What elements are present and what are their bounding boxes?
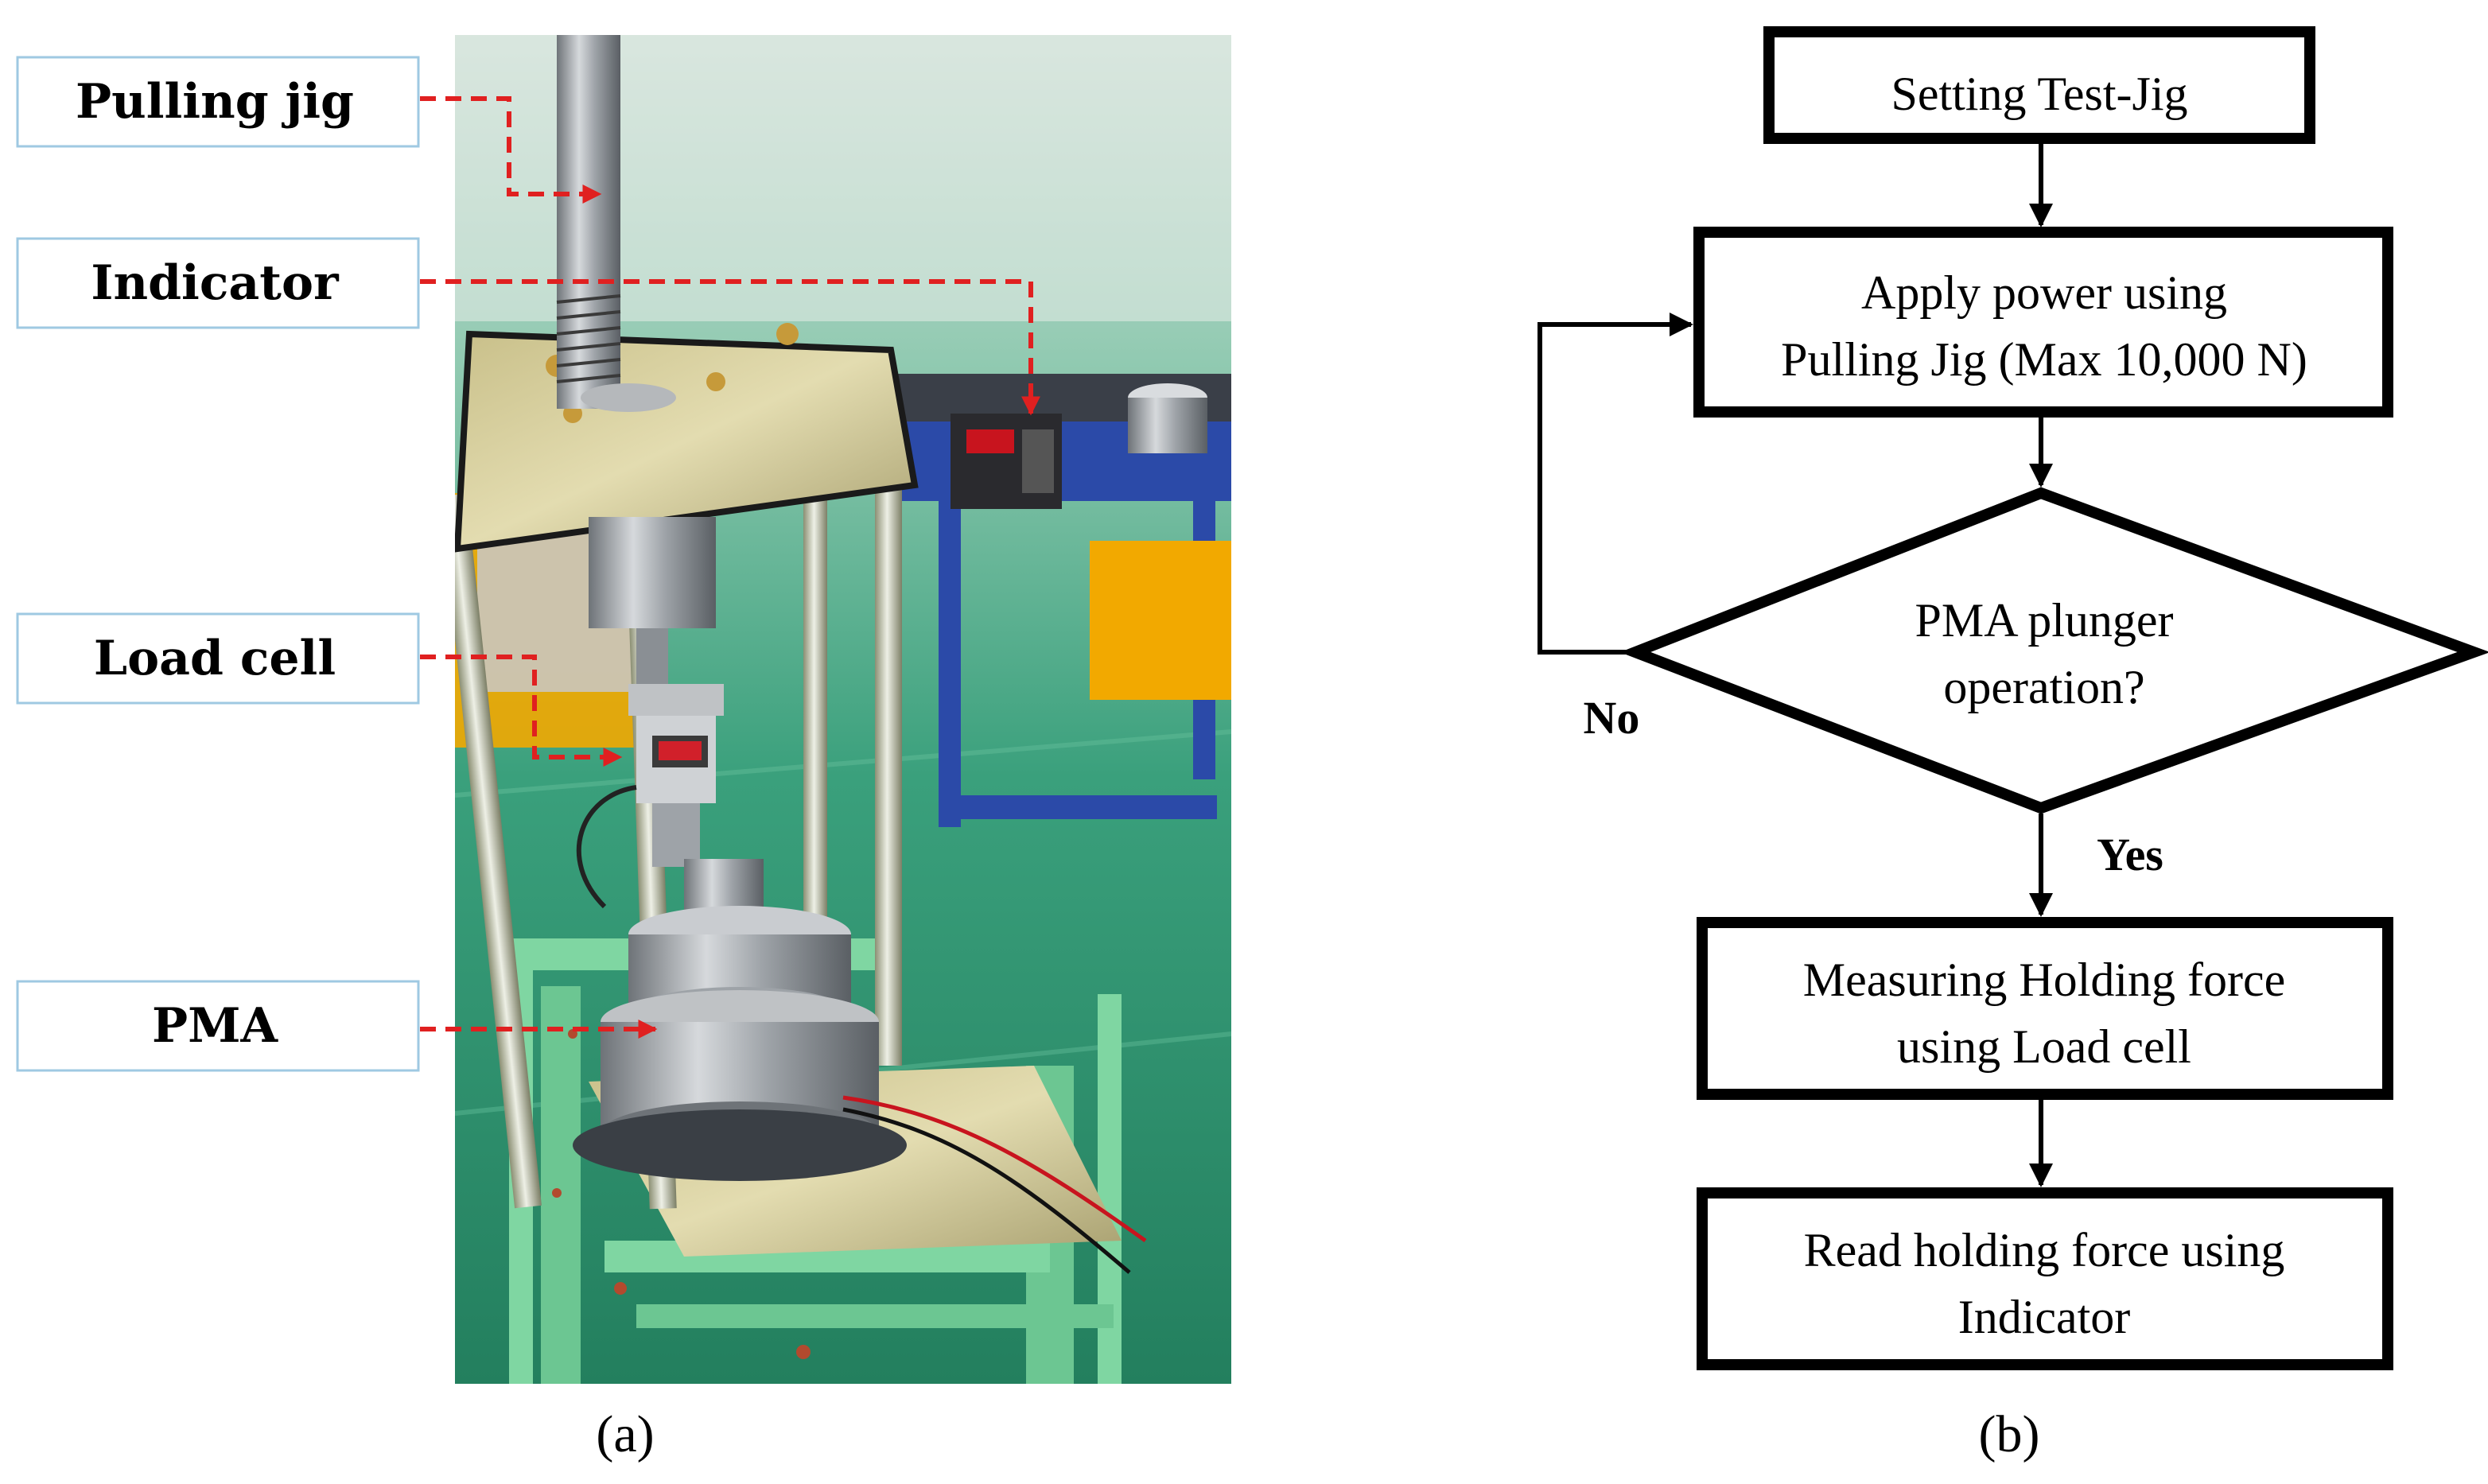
branch-label-no: No — [1584, 692, 1640, 744]
decision-text-line2: operation? — [1943, 661, 2144, 713]
step-read-holding-force — [1697, 1187, 2393, 1370]
panel-b-caption: (b) — [1979, 1405, 2040, 1463]
decision-plunger-operation — [1619, 487, 2488, 814]
panel-a-caption: (a) — [596, 1405, 654, 1463]
leader-line-load-cell — [420, 655, 623, 767]
callout-box-indicator — [16, 237, 420, 329]
arrow-decision-no-loop — [1538, 313, 1693, 655]
load-cell-device — [576, 684, 724, 909]
step-setting-test-jig — [1763, 26, 2315, 144]
step-text-apply-line2: Pulling Jig (Max 10,000 N) — [1781, 333, 2307, 386]
callout-label-pulling-jig: Pulling jig — [76, 74, 354, 130]
step-apply-power — [1693, 227, 2393, 418]
indicator-device — [950, 414, 1062, 509]
leader-line-indicator — [420, 279, 1040, 416]
callout-box-pulling-jig — [16, 56, 420, 148]
callout-label-pma: PMA — [152, 998, 279, 1054]
decision-text-line1: PMA plunger — [1915, 594, 2173, 647]
leader-line-pulling-jig — [420, 96, 602, 204]
callout-box-load-cell — [16, 612, 420, 705]
flowchart: Setting Test-Jig Apply power using Pulli… — [1538, 26, 2488, 1370]
callout-box-pma — [16, 980, 420, 1072]
step-text-read-line1: Read holding force using — [1804, 1224, 2285, 1276]
step-text-setting: Setting Test-Jig — [1891, 68, 2187, 120]
step-measuring-holding-force — [1697, 917, 2393, 1100]
test-rig-photo — [455, 35, 1231, 1384]
callout-label-load-cell: Load cell — [94, 631, 336, 686]
callout-label-indicator: Indicator — [91, 255, 340, 311]
step-text-measuring-line2: using Load cell — [1897, 1020, 2191, 1073]
step-text-read-line2: Indicator — [1958, 1291, 2131, 1343]
step-text-apply-line1: Apply power using — [1861, 266, 2227, 319]
branch-label-yes: Yes — [2097, 829, 2163, 880]
pma-device — [573, 859, 1147, 1274]
step-text-measuring-line1: Measuring Holding force — [1803, 954, 2286, 1006]
